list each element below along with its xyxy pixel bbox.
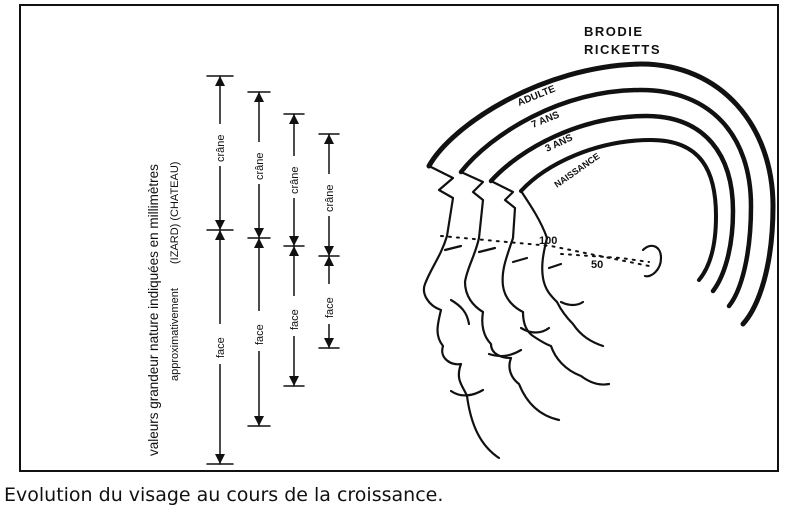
scale-arrowheads: [215, 76, 334, 464]
face-label-2: face: [254, 324, 266, 345]
figure-caption: Evolution du visage au cours de la crois…: [4, 484, 444, 506]
eye-7ans: [477, 246, 497, 254]
skull-3ans-arc: [488, 113, 736, 294]
dotted-line-naissance: [560, 253, 650, 263]
face-naissance-profile: [519, 189, 605, 348]
measure-50: 50: [591, 259, 603, 271]
crane-label-3: crâne: [289, 166, 301, 194]
crane-label-2: crâne: [254, 152, 266, 180]
vertical-title: valeurs grandeur nature indiquées en mil…: [146, 162, 181, 456]
face-adult-mouth: [449, 388, 485, 397]
face-7ans-profile: [459, 170, 561, 422]
dotted-measures: [440, 235, 650, 267]
face-adult-profile: [422, 164, 501, 460]
age-labels: ADULTE 7 ANS 3 ANS NAISSANCE: [516, 84, 602, 190]
credit-brodie: BRODIE: [584, 24, 644, 39]
eye-adult: [443, 244, 463, 252]
face-naissance-mouth: [559, 300, 585, 307]
title-line2: approximativement: [169, 288, 181, 381]
face-label-3: face: [289, 309, 301, 330]
crane-label-4: crâne: [324, 184, 336, 212]
crane-label-1: crâne: [215, 134, 227, 162]
face-3ans-mouth: [519, 326, 551, 334]
title-source: (IZARD) (CHATEAU): [169, 162, 181, 264]
face-label-4: face: [324, 297, 336, 318]
face-profiles: [422, 164, 663, 460]
age-naissance: NAISSANCE: [552, 151, 601, 190]
segment-labels: crâne face crâne face crâne face crâne f…: [213, 124, 336, 364]
skull-arcs: [426, 61, 776, 327]
ear: [641, 244, 663, 278]
face-label-1: face: [215, 337, 227, 358]
eye-naissance: [547, 262, 563, 270]
face-growth-diagram: valeurs grandeur nature indiquées en mil…: [19, 4, 779, 472]
skull-naissance-arc: [519, 138, 718, 282]
diagram-canvas: valeurs grandeur nature indiquées en mil…: [146, 24, 776, 465]
face-3ans-profile: [489, 179, 611, 386]
face-adult-nostril: [449, 298, 471, 326]
dotted-line-adult: [440, 235, 650, 267]
face-7ans-mouth: [487, 348, 523, 358]
skull-7ans-arc: [458, 87, 754, 309]
measure-100: 100: [539, 235, 557, 247]
title-line1: valeurs grandeur nature indiquées en mil…: [146, 164, 161, 456]
skull-adult-arc: [426, 61, 776, 327]
credit-ricketts: RICKETTS: [584, 42, 661, 57]
eye-3ans: [511, 256, 529, 264]
